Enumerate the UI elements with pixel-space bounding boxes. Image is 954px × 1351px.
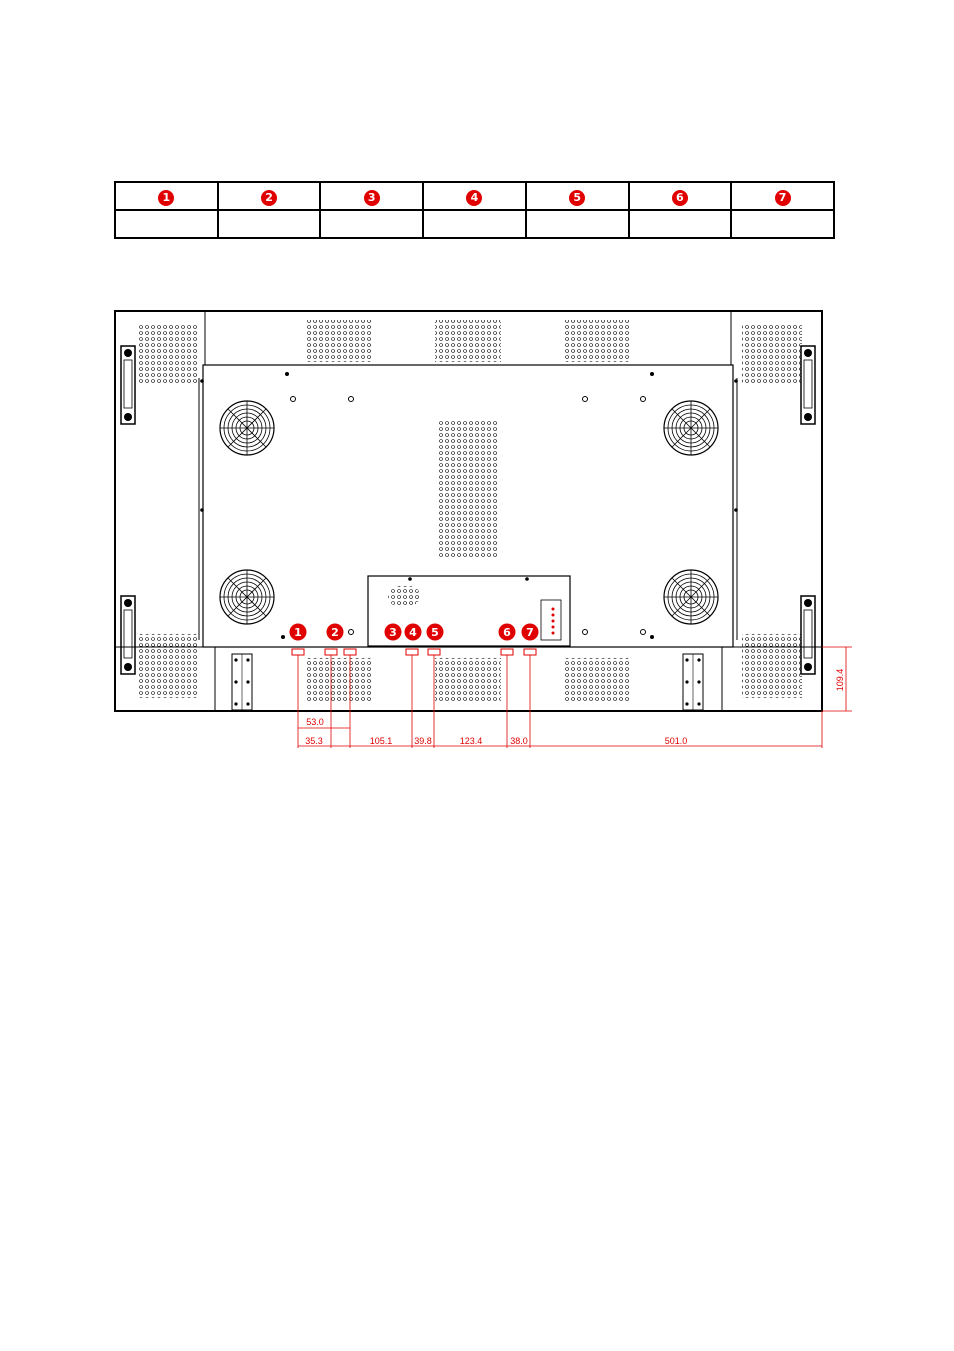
- legend-header-5: 5: [524, 181, 630, 211]
- marker-5: 5: [569, 190, 586, 206]
- dim-38-0: 38.0: [510, 736, 528, 746]
- dim-35-3: 35.3: [305, 736, 323, 746]
- vent-right-top: [742, 324, 802, 384]
- vent-center: [437, 420, 497, 558]
- callout-3-label: 3: [389, 626, 397, 639]
- legend-header-4: 4: [422, 181, 527, 211]
- mount-holes: [290, 396, 646, 635]
- callout-4: 4: [404, 623, 422, 641]
- dim-53-0: 53.0: [306, 717, 324, 727]
- legend-header-2: 2: [216, 181, 322, 211]
- callout-5-label: 5: [431, 626, 439, 639]
- vent-left-bottom: [137, 634, 197, 698]
- marker-7: 7: [774, 190, 791, 206]
- callout-6-label: 6: [503, 626, 511, 639]
- handle-right-bottom: [800, 595, 816, 675]
- marker-3: 3: [363, 190, 380, 206]
- dimension-lines: [297, 646, 852, 748]
- legend-header-6: 6: [627, 181, 733, 211]
- legend-value-5: [524, 209, 630, 239]
- callout-4-label: 4: [409, 626, 417, 639]
- legend-value-4: [422, 209, 527, 239]
- dim-39-8: 39.8: [414, 736, 432, 746]
- legend-value-1: [114, 209, 219, 239]
- callout-7: 7: [521, 623, 539, 641]
- screws: [200, 372, 738, 639]
- legend-value-6: [627, 209, 733, 239]
- marker-6: 6: [671, 190, 688, 206]
- legend-header-row: 1 2 3 4 5 6 7: [114, 181, 835, 211]
- callout-6: 6: [498, 623, 516, 641]
- legend-value-2: [216, 209, 322, 239]
- fan-bottom-left-icon: [219, 569, 275, 625]
- vent-bottom-2: [435, 658, 501, 702]
- vent-top-3: [565, 320, 631, 362]
- callout-5: 5: [426, 623, 444, 641]
- dim-109-4: 109.4: [835, 669, 845, 692]
- bracket-left: [231, 653, 253, 711]
- callout-2: 2: [326, 623, 344, 641]
- legend-value-row: [114, 209, 835, 239]
- handle-left-bottom: [120, 595, 136, 675]
- io-leds: [551, 607, 555, 635]
- vent-bottom-1: [305, 658, 371, 702]
- bracket-right: [682, 653, 704, 711]
- callout-1: 1: [289, 623, 307, 641]
- callout-7-label: 7: [526, 626, 534, 639]
- io-speaker-grille: [388, 586, 420, 606]
- legend-header-7: 7: [730, 181, 835, 211]
- vent-right-bottom: [742, 634, 802, 698]
- callout-2-label: 2: [331, 626, 339, 639]
- marker-1: 1: [158, 190, 175, 206]
- handle-left-top: [120, 345, 136, 425]
- vent-left-top: [137, 324, 197, 384]
- fan-top-right-icon: [663, 400, 719, 456]
- vent-bottom-3: [565, 658, 631, 702]
- dim-123-4: 123.4: [460, 736, 483, 746]
- marker-4: 4: [466, 190, 483, 206]
- fan-top-left-icon: [219, 400, 275, 456]
- callout-3: 3: [384, 623, 402, 641]
- legend-header-3: 3: [319, 181, 425, 211]
- dim-501-0: 501.0: [665, 736, 688, 746]
- vent-top-1: [305, 320, 371, 362]
- io-button-block: [540, 599, 562, 641]
- vent-top-2: [435, 320, 501, 362]
- dim-105-1: 105.1: [370, 736, 393, 746]
- legend-header-1: 1: [114, 181, 219, 211]
- marker-2: 2: [261, 190, 278, 206]
- callout-1-label: 1: [294, 626, 302, 639]
- handle-right-top: [800, 345, 816, 425]
- fan-bottom-right-icon: [663, 569, 719, 625]
- dimension-labels: 53.0 35.3 105.1 39.8 123.4 38.0 501.0 10…: [305, 669, 845, 746]
- legend-value-7: [730, 209, 835, 239]
- legend-value-3: [319, 209, 425, 239]
- port-legend-table: 1 2 3 4 5 6 7: [114, 181, 835, 239]
